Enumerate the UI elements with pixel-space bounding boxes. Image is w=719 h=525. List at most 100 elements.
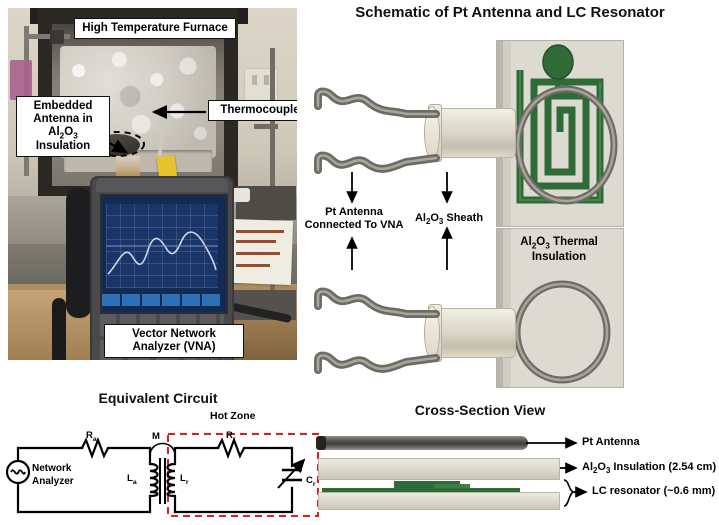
Lr-symbol: L — [180, 473, 186, 484]
label-vector-network-analyzer: Vector Network Analyzer (VNA) — [104, 324, 244, 358]
cross-section-title: Cross-Section View — [414, 402, 546, 418]
label-lc-resonator-xsec: LC resonator (~0.6 mm) — [592, 485, 716, 497]
purple-container — [10, 60, 32, 100]
resistor-Ra — [81, 436, 109, 460]
lc-resonator-capacitor-plate — [434, 484, 470, 488]
label-Rr: Rr — [226, 430, 236, 443]
embedded-line4: Insulation — [35, 140, 91, 153]
Ra-subscript: a — [92, 435, 97, 443]
label-alumina-sheath: Al2O3 Sheath — [408, 212, 490, 227]
source-line1: Network — [32, 463, 72, 474]
Ra-symbol: R — [86, 430, 93, 441]
sheath-o: O — [430, 212, 439, 224]
right-support-rod — [270, 48, 275, 298]
label-pt-antenna-connected-to-vna: Pt Antenna Connected To VNA — [302, 206, 406, 232]
note-ink-line — [236, 252, 280, 255]
embedded-sub-2: 2 — [59, 131, 65, 141]
insulation-sub-2: 2 — [531, 241, 537, 251]
label-Cr: Cr — [306, 475, 316, 488]
vna-top-bezel — [96, 178, 228, 192]
pt-antenna-leads-lower — [314, 287, 440, 374]
label-La: La — [127, 473, 137, 486]
embedded-sub-3: 3 — [73, 131, 78, 141]
pt-antenna-loop-upper — [514, 85, 618, 205]
lc-resonator-trace-lower — [322, 488, 520, 492]
ac-source-sine — [10, 469, 26, 475]
note-ink-line — [236, 230, 284, 233]
sheath-sub-3: 3 — [438, 217, 444, 227]
embedded-line3-al: Al — [48, 125, 60, 138]
sheath-al: Al — [414, 212, 426, 224]
label-alumina-insulation-xsec: Al2O3 Insulation (2.54 cm) — [582, 461, 716, 475]
note-ink-line — [236, 240, 276, 243]
right-support-arm — [254, 124, 278, 129]
inductor-Lr — [166, 462, 176, 498]
xsec-insulation-o: O — [597, 461, 606, 473]
pt-antenna-loop-lower — [513, 280, 611, 384]
La-symbol: L — [127, 473, 133, 484]
label-Lr: Lr — [180, 473, 188, 486]
lc-resonator-trace-upper — [394, 481, 460, 489]
pt-antenna-rod-end — [316, 436, 326, 450]
xsec-insulation-word: Insulation (2.54 cm) — [610, 461, 717, 473]
hot-zone-boundary — [167, 433, 319, 517]
lab-stand-clamp — [50, 30, 64, 44]
equivalent-circuit-diagram — [5, 433, 319, 517]
Rr-symbol: R — [226, 430, 233, 441]
mutual-inductance-arc — [149, 442, 176, 455]
insulation-line2: Insulation — [531, 251, 587, 264]
pt-antenna-leads-upper — [314, 87, 440, 174]
lc-resonator-substrate — [318, 492, 560, 510]
alumina-insulation-layer — [318, 458, 560, 480]
pt-antenna-line2: Connected To VNA — [304, 219, 404, 232]
embedded-line3-o: O — [64, 125, 74, 138]
label-embedded-antenna: Embedded Antenna in Al2O3 Insulation — [16, 96, 110, 158]
alumina-sheath-tube-upper — [432, 108, 516, 158]
cross-section-panel: Cross-Section View Pt Antenna Al2O3 Insu… — [316, 388, 719, 525]
vna-line1: Vector Network — [132, 328, 216, 340]
Rr-subscript: r — [232, 435, 236, 443]
insulation-word: Thermal — [549, 236, 598, 248]
pt-antenna-line1: Pt Antenna — [325, 206, 383, 218]
schematic-panel: Schematic of Pt Antenna and LC Resonator — [300, 0, 719, 388]
insulation-sub-3: 3 — [545, 241, 550, 251]
label-network-analyzer: Network Analyzer — [32, 463, 74, 488]
sheath-sub-2: 2 — [425, 217, 431, 227]
Cr-subscript: r — [312, 480, 316, 488]
xsec-insulation-sub-3: 3 — [605, 466, 611, 476]
transformer-core — [159, 458, 166, 504]
embedded-line2: Antenna in — [33, 112, 93, 125]
Lr-subscript: r — [185, 478, 189, 486]
resonator-capacitor-pad — [543, 45, 573, 79]
equivalent-circuit-title: Equivalent Circuit — [98, 390, 218, 406]
vna-cable-left — [52, 298, 66, 360]
label-pt-antenna-xsec: Pt Antenna — [582, 436, 640, 448]
insulation-al: Al — [520, 236, 532, 248]
vna-line2: Analyzer (VNA) — [132, 340, 216, 353]
xsec-insulation-al: Al — [582, 461, 593, 473]
vna-trace-svg — [106, 231, 218, 275]
label-alumina-thermal-insulation: Al2O3 Thermal Insulation — [500, 236, 618, 265]
schematic-title: Schematic of Pt Antenna and LC Resonator — [355, 4, 665, 21]
sheath-word: Sheath — [443, 212, 484, 224]
resistor-Rr — [217, 436, 245, 460]
equivalent-circuit-panel: Equivalent Circuit — [0, 388, 330, 525]
note-ink-line — [236, 264, 270, 267]
variable-capacitor-arrow — [277, 458, 306, 489]
inductor-La — [149, 462, 159, 498]
vna-s-parameter-trace — [106, 204, 218, 288]
La-subscript: a — [132, 478, 137, 486]
label-high-temperature-furnace: High Temperature Furnace — [74, 18, 236, 39]
insulation-o: O — [536, 236, 546, 248]
lab-stand-arm — [24, 34, 70, 39]
lc-resonator-brace — [563, 479, 575, 507]
source-line2: Analyzer — [32, 475, 74, 487]
alumina-sheath-tube-lower — [432, 308, 516, 358]
label-Ra: Ra — [86, 430, 97, 443]
experimental-setup-photo: High Temperature Furnace Embedded Antenn… — [8, 8, 297, 360]
label-hot-zone: Hot Zone — [210, 410, 256, 422]
vna-softkey-bar[interactable] — [102, 294, 222, 306]
label-thermocouple: Thermocouple — [208, 100, 297, 121]
embedded-line1: Embedded — [33, 100, 93, 112]
pt-antenna-rod — [318, 436, 528, 450]
